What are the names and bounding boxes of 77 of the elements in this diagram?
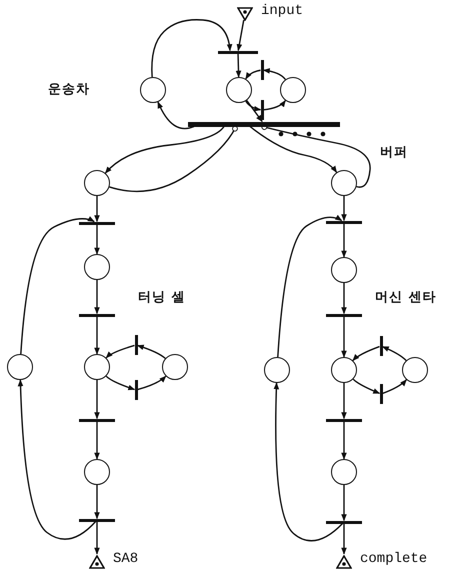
place-circle <box>280 77 306 103</box>
group-label: 터닝 셀 <box>138 289 186 306</box>
place-circle <box>162 354 188 380</box>
arc-arrow <box>94 196 100 222</box>
place-circle <box>84 170 110 196</box>
arc-arrow <box>236 20 244 52</box>
transition-bar <box>79 222 115 224</box>
arc-arrow <box>94 522 100 555</box>
place-circle <box>402 357 428 383</box>
place-circle <box>331 170 357 196</box>
terminal-label: complete <box>360 551 428 567</box>
arc-arrow <box>157 101 194 130</box>
arc-arrow <box>341 524 347 555</box>
arc-arrow <box>236 53 242 78</box>
arc-arrow <box>274 382 344 542</box>
transition-bar <box>326 418 362 422</box>
group-label: 머신 센타 <box>375 289 437 306</box>
arc-arrow <box>94 280 100 314</box>
arc-arrow <box>341 196 347 222</box>
transition-bar <box>326 220 362 224</box>
place-circle <box>7 354 33 380</box>
arc-arrow <box>104 126 225 174</box>
transition-bar <box>79 418 115 422</box>
group-label: 버퍼 <box>380 144 408 161</box>
place-circle <box>84 459 110 485</box>
arc-arrow <box>341 316 347 358</box>
transition-bar <box>79 314 115 316</box>
arc-arrow <box>18 379 96 540</box>
transition-bar <box>326 520 362 524</box>
arc-arrow <box>263 100 286 111</box>
place-circle <box>331 357 357 383</box>
arc-arrow <box>136 344 166 359</box>
arc-arrow <box>352 378 380 394</box>
transition-bar <box>326 314 362 316</box>
arc-arrow <box>341 485 347 522</box>
place-circle <box>331 257 357 283</box>
arc-arrow <box>341 224 347 258</box>
transition-bar <box>218 50 258 54</box>
arc-arrow <box>352 346 380 362</box>
arc-arrow <box>94 316 100 355</box>
arc-arrow <box>94 380 100 420</box>
arc-arrow <box>245 100 262 112</box>
terminal-label: input <box>261 3 304 19</box>
arc-arrow <box>94 422 100 460</box>
place-circle <box>84 354 110 380</box>
arc-arrow <box>341 422 347 460</box>
transition-bar <box>134 335 138 355</box>
transition-bar <box>134 380 138 400</box>
arc-arrow <box>245 70 261 80</box>
arc-arrow <box>277 215 342 358</box>
arc-arrow <box>341 383 347 420</box>
terminal-label: SA8 <box>113 551 138 567</box>
arc-arrow <box>106 344 135 358</box>
arc-arrow <box>94 224 100 255</box>
transition-bar <box>380 336 382 356</box>
arc-arrow <box>250 126 338 173</box>
place-circle <box>140 77 166 103</box>
arc-arrow <box>262 68 286 80</box>
transition-bar <box>260 100 264 120</box>
transition-bar <box>188 122 340 126</box>
arc-arrow <box>94 485 100 520</box>
place-circle <box>264 357 290 383</box>
transition-bar <box>79 518 115 522</box>
group-label: 운송차 <box>48 81 90 98</box>
arc-arrow <box>341 283 347 314</box>
place-circle <box>226 77 252 103</box>
arc-arrow <box>151 19 232 78</box>
place-circle <box>84 254 110 280</box>
transition-bar <box>380 384 382 404</box>
arc-arrow <box>137 376 166 390</box>
arc-arrow <box>382 379 407 394</box>
arc-arrow <box>106 376 136 390</box>
place-circle <box>331 459 357 485</box>
arc-arrow <box>246 100 263 122</box>
arc-arrow <box>20 216 95 354</box>
arc-arrow <box>382 346 407 362</box>
transition-bar <box>260 60 264 80</box>
